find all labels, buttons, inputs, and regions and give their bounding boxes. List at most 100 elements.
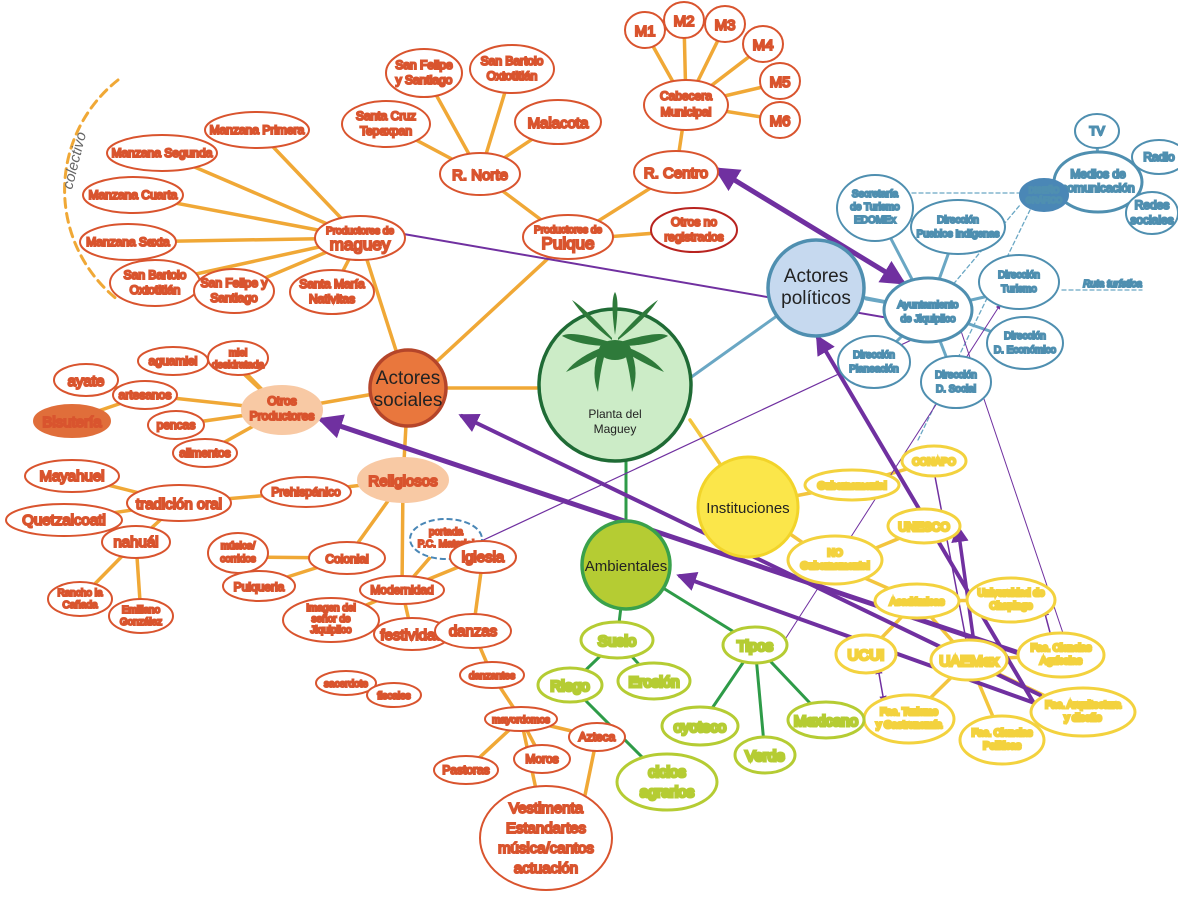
node-unesco[interactable]: UNESCO	[886, 507, 962, 545]
node-m5[interactable]: M5	[759, 62, 801, 100]
node-verde[interactable]: Verde	[733, 735, 797, 775]
node-suelo[interactable]: Suelo	[579, 620, 655, 660]
node-actores-politicos[interactable]: Actores políticos	[766, 238, 866, 338]
node-fac-ciencias-politicas[interactable]: Fac. Ciencias Políticas	[958, 714, 1046, 766]
node-santa-cruz[interactable]: Santa Cruz Tepexpan	[341, 100, 431, 148]
node-ruta-turistica: Ruta turística	[1082, 278, 1143, 291]
node-productores-maguey[interactable]: Productores de maguey	[314, 215, 406, 261]
node-ayate[interactable]: ayate	[53, 363, 119, 397]
node-pastoras[interactable]: Pastoras	[433, 755, 499, 785]
node-quetzalcoatl[interactable]: Quetzalcoatl	[5, 503, 123, 537]
node-fac-turismo-gastronomia[interactable]: Fac. Turismo y Gastronomía	[862, 693, 956, 745]
node-iglesia[interactable]: iglesia	[449, 540, 517, 574]
node-manzana-segunda[interactable]: Manzana Segunda	[106, 134, 218, 172]
node-miel-desidratada[interactable]: miel desidratada	[207, 340, 269, 376]
node-azteca[interactable]: Azteca	[568, 722, 626, 752]
node-gubernamental[interactable]: Gubernamental	[803, 468, 901, 502]
node-riego[interactable]: Riego	[536, 666, 604, 704]
node-productores-pulque[interactable]: Productores de Pulque	[522, 214, 614, 260]
node-fac-agricolas[interactable]: Fac. Ciencias Agrícolas	[1016, 631, 1106, 679]
node-r-norte[interactable]: R. Norte	[439, 152, 521, 196]
node-festividad[interactable]: festividad	[373, 617, 451, 651]
node-m3[interactable]: M3	[704, 5, 746, 43]
node-uaemex[interactable]: UAEMex	[929, 638, 1009, 682]
node-bisuteria[interactable]: Bisutería	[33, 404, 111, 438]
node-sacerdote[interactable]: sacerdote	[315, 670, 377, 696]
san-felipe-l2: Santiago	[210, 291, 258, 305]
node-m2[interactable]: M2	[663, 1, 705, 39]
node-actores-sociales[interactable]: Actores sociales	[368, 348, 448, 428]
node-malacota[interactable]: Malacota	[514, 99, 602, 145]
node-erosion[interactable]: Erosión	[616, 661, 692, 701]
node-rancho-canada[interactable]: Rancho la Cañada	[47, 581, 113, 617]
node-fiscales[interactable]: fiscales	[366, 682, 422, 708]
redes-l2: sociales	[1130, 213, 1173, 227]
node-ayuntamiento[interactable]: Ayuntamiento de Jiquipilco	[882, 276, 974, 344]
node-danzantes[interactable]: danzantes	[459, 661, 525, 689]
node-no-gubernamental[interactable]: NO Gubernamental	[786, 534, 884, 586]
node-m1[interactable]: M1	[624, 11, 666, 49]
node-academicas[interactable]: Académicas	[873, 582, 961, 620]
node-secretaria-turismo[interactable]: Secretaría de Turismo EDOMEx	[836, 174, 914, 242]
node-oyoteco[interactable]: oyoteco	[660, 705, 740, 747]
node-radio[interactable]: Radio	[1131, 139, 1178, 175]
node-aguamiel[interactable]: aguamiel	[137, 346, 209, 376]
node-colonial[interactable]: Colonial	[308, 541, 386, 575]
node-ambientales[interactable]: Ambientales	[580, 519, 672, 611]
node-ciclos-agrarios[interactable]: ciclos agrarios	[615, 752, 719, 812]
node-r-centro[interactable]: R. Centro	[633, 150, 719, 194]
node-modernidad[interactable]: Modernidad	[359, 575, 445, 605]
node-pueblos-indigenas[interactable]: Dirección Pueblos Indígenas	[910, 199, 1006, 255]
node-m4[interactable]: M4	[742, 25, 784, 63]
node-mexicano[interactable]: Mexicano	[786, 700, 866, 740]
node-manzana-cuarta[interactable]: Manzana Cuarta	[82, 176, 184, 214]
ayate-label: ayate	[68, 373, 105, 390]
node-nahual[interactable]: nahuál	[101, 525, 171, 559]
node-diseno-grafico[interactable]: DISEÑO GRÁFICO	[1019, 178, 1069, 212]
node-instituciones[interactable]: Instituciones	[696, 455, 800, 559]
node-moros[interactable]: Moros	[513, 744, 571, 774]
node-otros-productores[interactable]: Otros Productores	[241, 385, 323, 435]
node-artesanos[interactable]: artesanos	[112, 380, 178, 410]
node-cabecera-municipal[interactable]: Cabecera Municipal	[643, 79, 729, 131]
node-direccion-turismo[interactable]: Dirección Turismo	[978, 254, 1060, 310]
danzas-label: danzas	[449, 623, 497, 640]
node-tipos[interactable]: Tipos	[721, 625, 789, 665]
node-pencas[interactable]: pencas	[147, 410, 205, 440]
node-san-felipe-norte[interactable]: San Felipe y Santiago	[385, 48, 463, 98]
node-fac-arquitectura[interactable]: Fac. Arquitectura y diseño	[1029, 686, 1137, 738]
node-alimentos[interactable]: alimentos	[172, 438, 238, 468]
node-emiliano-gonzalez[interactable]: Emiliano González	[108, 598, 174, 634]
node-pulqueria[interactable]: Pulqueria	[222, 570, 296, 602]
node-mayahuel[interactable]: Mayahuel	[24, 459, 120, 493]
node-imagen-senor[interactable]: Imagen del señor de Jiquipilco	[282, 597, 380, 643]
hub-planta-del-maguey[interactable]: Planta del Maguey	[537, 292, 693, 463]
node-san-felipe[interactable]: San Felipe y Santiago	[193, 268, 275, 314]
node-manzana-primera[interactable]: Manzana Primera	[204, 111, 310, 149]
node-mayordomos[interactable]: mayordomos	[484, 706, 558, 732]
musica-corridos-l2: corridos	[220, 554, 256, 565]
node-direccion-economico[interactable]: Dirección D. Económico	[986, 316, 1064, 370]
node-santa-maria[interactable]: Santa María Nativitas	[289, 269, 375, 315]
node-musica-corridos[interactable]: música/ corridos	[207, 532, 269, 574]
node-manzana-sexta[interactable]: Manzana Sexta	[79, 223, 177, 261]
node-ucui[interactable]: UCUI	[834, 633, 898, 675]
node-prehispanico[interactable]: Prehispánico	[260, 476, 352, 508]
node-danzas[interactable]: danzas	[434, 613, 512, 649]
secretaria-l2: de Turismo	[850, 202, 900, 213]
node-conapo[interactable]: CONAPO	[900, 444, 968, 478]
node-tradicion-oral[interactable]: tradición oral	[126, 484, 232, 522]
node-direccion-planeacion[interactable]: Dirección Planeación	[837, 335, 911, 389]
node-m6[interactable]: M6	[759, 101, 801, 139]
node-san-bartolo[interactable]: San Bartolo Oxtotitlán	[109, 259, 201, 307]
productores-maguey-l2: maguey	[330, 235, 391, 254]
node-otros-no-registrados[interactable]: Otros no registrados	[650, 207, 738, 253]
node-vestimenta[interactable]: Vestimenta Estandartes música/cantos act…	[479, 785, 613, 891]
node-direccion-social[interactable]: Dirección D. Social	[920, 355, 992, 409]
node-san-bartolo-norte[interactable]: San Bartolo Oxtotitlán	[469, 44, 555, 94]
node-religiosos[interactable]: Religiosos	[357, 457, 449, 503]
node-tv[interactable]: TV	[1074, 113, 1120, 149]
node-redes-sociales[interactable]: Redes sociales	[1125, 191, 1178, 235]
diseno-l1: DISEÑO	[1029, 186, 1060, 195]
node-chapingo[interactable]: Universidad de Chapingo	[965, 576, 1057, 624]
